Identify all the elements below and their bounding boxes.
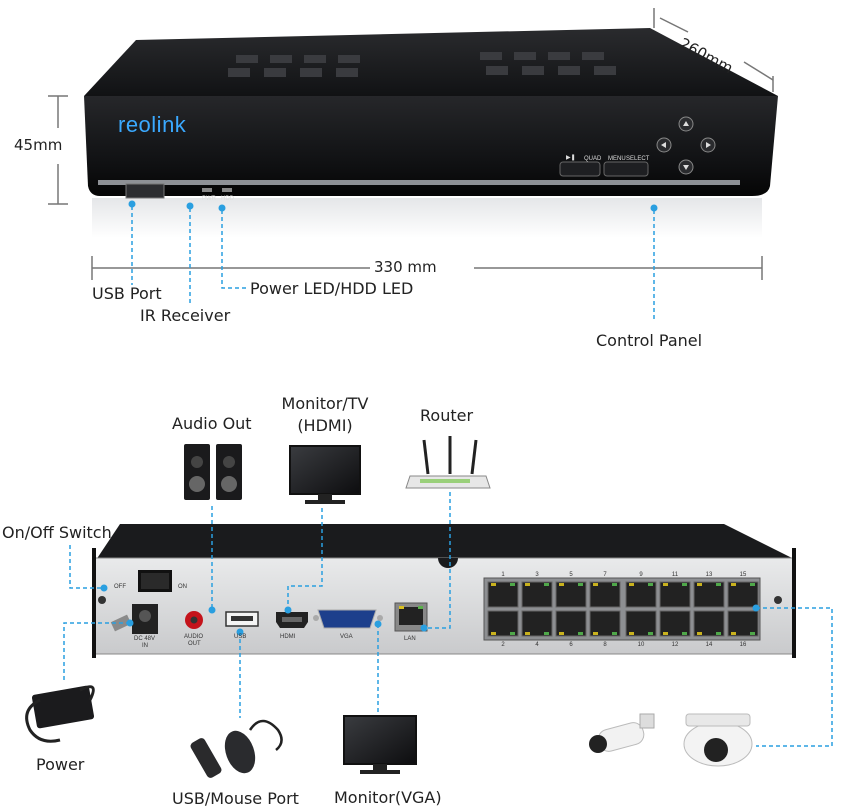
hdmi-paren-callout: (HDMI) (297, 416, 353, 435)
poe-port (659, 610, 691, 637)
monitor-tv-callout: Monitor/TV (281, 394, 369, 413)
width-dimension-label: 330 mm (374, 258, 437, 276)
front-leader-lines (131, 206, 655, 320)
hdd-led (222, 188, 232, 192)
on-off-switch-callout: On/Off Switch (2, 523, 112, 542)
hdmi-label: HDMI (280, 634, 296, 640)
power-callout: Power (36, 755, 85, 774)
direction-pad (656, 116, 716, 175)
rear-leader-dots (100, 584, 760, 636)
monitor-vga-callout: Monitor(VGA) (334, 788, 442, 807)
menu-label: MENU (608, 156, 626, 162)
lan-label: LAN (404, 636, 416, 642)
poe-port (487, 581, 519, 608)
poe-port-number: 10 (637, 642, 645, 648)
poe-port-number: 15 (739, 572, 747, 578)
poe-port (659, 581, 691, 608)
front-dimension-lines (48, 8, 774, 280)
poe-port (589, 610, 621, 637)
usb-mouse-port-callout: USB/Mouse Port (172, 789, 299, 808)
speakers-illustration (184, 444, 242, 500)
vga-port (317, 609, 377, 629)
front-usb-slot (125, 183, 165, 199)
off-label: OFF (114, 584, 126, 590)
on-label: ON (178, 584, 187, 590)
poe-port (555, 581, 587, 608)
hdmi-monitor-illustration (289, 445, 361, 504)
poe-port (487, 610, 519, 637)
poe-port (693, 581, 725, 608)
hdd-led-label: HDD (221, 196, 234, 202)
poe-port-number: 14 (705, 642, 713, 648)
menu-select-button (603, 161, 649, 177)
poe-port-number: 3 (535, 572, 539, 578)
poe-port-number: 2 (501, 642, 505, 648)
rear-leader-lines (63, 492, 833, 747)
poe-port (727, 610, 759, 637)
pwr-led-label: PWR (202, 196, 216, 202)
usb-port-callout: USB Port (92, 284, 162, 303)
power-led-callout: Power LED/HDD LED (250, 279, 414, 298)
in-label: IN (142, 643, 148, 649)
rear-nvr-device (92, 524, 796, 658)
poe-port (625, 610, 657, 637)
usb-label: USB (234, 634, 247, 640)
pwr-led (202, 188, 212, 192)
poe-port (521, 581, 553, 608)
poe-port (727, 581, 759, 608)
vga-label: VGA (340, 634, 353, 640)
quad-label: QUAD (584, 156, 602, 162)
out-label: OUT (188, 641, 201, 647)
select-label: SELECT (626, 156, 650, 162)
poe-port-number: 11 (671, 572, 679, 578)
poe-port (589, 581, 621, 608)
play-label: ▶❚ (566, 155, 576, 161)
poe-port (693, 610, 725, 637)
audio-out-callout: Audio Out (172, 414, 252, 433)
poe-port-number: 16 (739, 642, 747, 648)
play-quad-button (559, 161, 601, 177)
router-callout: Router (420, 406, 474, 425)
vga-monitor-illustration (343, 715, 417, 774)
audio-label: AUDIO (184, 634, 204, 640)
poe-port (625, 581, 657, 608)
height-dimension-label: 45mm (14, 136, 63, 154)
brand-logo-text: reolink (118, 112, 187, 137)
front-leader-dots (128, 200, 658, 212)
poe-port-number: 8 (603, 642, 607, 648)
poe-port-number: 9 (639, 572, 643, 578)
dc-label: DC 48V (134, 636, 156, 642)
control-panel-callout: Control Panel (596, 331, 703, 350)
top-vents (228, 52, 616, 77)
poe-port (555, 610, 587, 637)
poe-port-number: 5 (569, 572, 573, 578)
usb-mouse-illustration (190, 719, 283, 778)
router-illustration (405, 436, 491, 489)
front-nvr-device (84, 28, 778, 238)
poe-port-number: 12 (671, 642, 679, 648)
poe-port-number: 13 (705, 572, 713, 578)
poe-port-number: 7 (603, 572, 607, 578)
poe-port (521, 610, 553, 637)
ip-cameras-illustration (589, 713, 753, 767)
poe-port-number: 6 (569, 642, 573, 648)
poe-port-number: 1 (501, 572, 505, 578)
poe-port-number: 4 (535, 642, 539, 648)
power-adapter-illustration (25, 685, 95, 743)
ir-receiver-callout: IR Receiver (140, 306, 231, 325)
